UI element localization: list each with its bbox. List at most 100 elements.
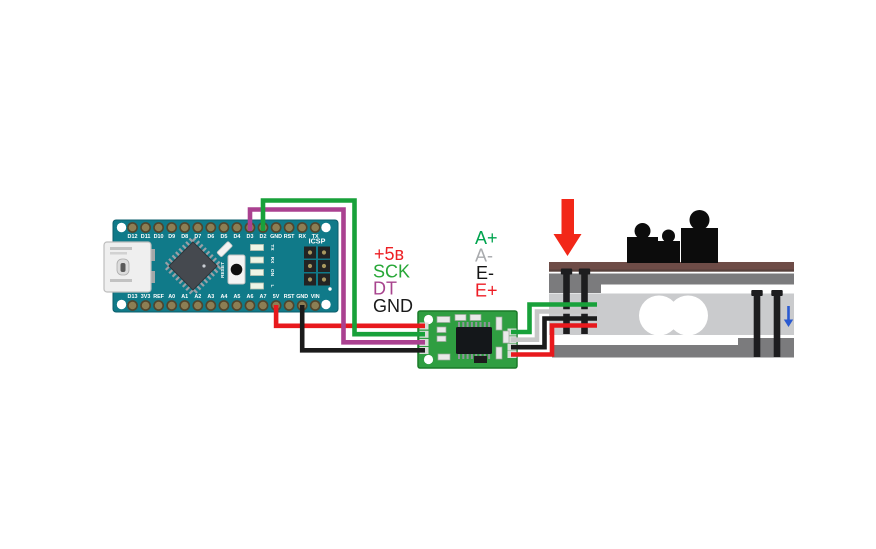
reset-label: RESET	[220, 262, 226, 278]
pin-label: REF	[153, 294, 164, 300]
pin	[153, 222, 164, 233]
wire-e-plus	[511, 323, 597, 357]
wire-gnd	[299, 305, 425, 353]
weight-small	[657, 229, 680, 263]
icsp-pin-center	[321, 250, 327, 255]
icsp-pin-center	[321, 263, 327, 269]
smd	[436, 316, 451, 323]
wire-dt	[247, 207, 425, 345]
smd	[495, 316, 503, 331]
l-led	[250, 282, 264, 290]
weighing-platform	[549, 262, 794, 270]
reset-cap	[230, 263, 243, 276]
usb-detail	[110, 279, 132, 282]
resonator	[216, 241, 233, 257]
pin	[166, 222, 178, 233]
icsp-pin-center	[307, 277, 313, 282]
pin	[218, 300, 230, 311]
pin	[140, 300, 151, 311]
pin	[166, 300, 178, 311]
pin-label: D2	[260, 234, 267, 240]
base-plate	[552, 345, 794, 358]
pin-label: D12	[128, 234, 138, 240]
bolt-head	[751, 290, 763, 296]
pin-labels-bottom: D13 3V3 REF A0 A1 A2 A3 A4 A5 A6 A7 5V R…	[128, 294, 320, 300]
usb-connector	[103, 241, 155, 293]
hx711-ic	[456, 322, 492, 359]
pin1-marker	[202, 264, 206, 268]
on-led	[250, 269, 264, 276]
pin	[296, 222, 308, 233]
pin-label: A7	[260, 294, 267, 300]
pin	[192, 222, 204, 233]
pin-label: D9	[168, 234, 175, 240]
usb-port-slot	[120, 263, 126, 272]
smd	[502, 330, 510, 344]
pin	[153, 300, 164, 311]
top-plate-step	[549, 284, 601, 293]
mounting-hole	[321, 299, 331, 310]
mcu-chip	[161, 234, 225, 298]
smd	[469, 314, 482, 321]
led-label: RX	[269, 257, 275, 264]
pin-label: 5V	[273, 294, 280, 300]
pin	[127, 300, 138, 311]
pin	[257, 300, 269, 311]
mounting-hole	[423, 354, 434, 365]
pin-label: D3	[247, 234, 254, 240]
wires	[247, 198, 597, 357]
pin-label: RST	[284, 294, 295, 300]
smd	[436, 335, 447, 342]
hx711-smd-components	[436, 314, 510, 363]
pin-label: 3V3	[141, 294, 151, 300]
pin-label: A4	[220, 294, 227, 300]
pin-row-top	[127, 222, 321, 233]
pin-label: A6	[247, 294, 254, 300]
led-label: L	[269, 285, 275, 288]
bolt-head	[771, 290, 783, 296]
pin	[218, 222, 230, 233]
label-dt: DT	[373, 279, 397, 299]
pin	[205, 300, 217, 311]
led-label: ON	[269, 269, 275, 277]
label-e-plus: E+	[475, 281, 498, 301]
load-cell-hole	[639, 295, 679, 336]
mcu-body	[168, 241, 218, 291]
bolt-head	[578, 268, 591, 275]
label-gnd: GND	[373, 296, 413, 316]
pin	[283, 222, 295, 233]
wire-e-minus	[511, 316, 597, 350]
pin-row-bottom	[127, 300, 321, 311]
label-a-minus: A-	[475, 246, 493, 266]
top-plate	[549, 273, 794, 285]
pin	[309, 222, 321, 233]
pin	[127, 222, 138, 233]
pin-label: D4	[233, 234, 240, 240]
icsp-header: ICSP	[304, 237, 332, 291]
wire-a-plus	[511, 302, 597, 335]
mounting-hole	[116, 222, 127, 233]
bolt	[773, 292, 781, 357]
arduino-nano-board: RESET TX RX ON L ICSP	[103, 219, 339, 313]
usb-detail	[110, 252, 127, 255]
pin	[309, 300, 321, 311]
rx-led	[250, 256, 264, 264]
mounting-hole	[423, 314, 434, 325]
pin-label: A0	[168, 294, 175, 300]
weight-knob	[689, 210, 710, 230]
tx-led	[250, 244, 264, 251]
pin-label: D7	[194, 234, 201, 240]
label-e-minus: E-	[476, 263, 494, 283]
smd	[495, 346, 503, 360]
pin-label: GND	[270, 234, 282, 240]
deflection-arrow-head	[783, 319, 794, 327]
pin-label: A3	[207, 294, 214, 300]
weight-body	[627, 237, 658, 263]
bolt	[753, 292, 761, 357]
bolt-head	[560, 268, 573, 275]
pin-label: D11	[141, 234, 151, 240]
mounting-hole	[116, 299, 127, 310]
weight-knob	[634, 223, 651, 239]
